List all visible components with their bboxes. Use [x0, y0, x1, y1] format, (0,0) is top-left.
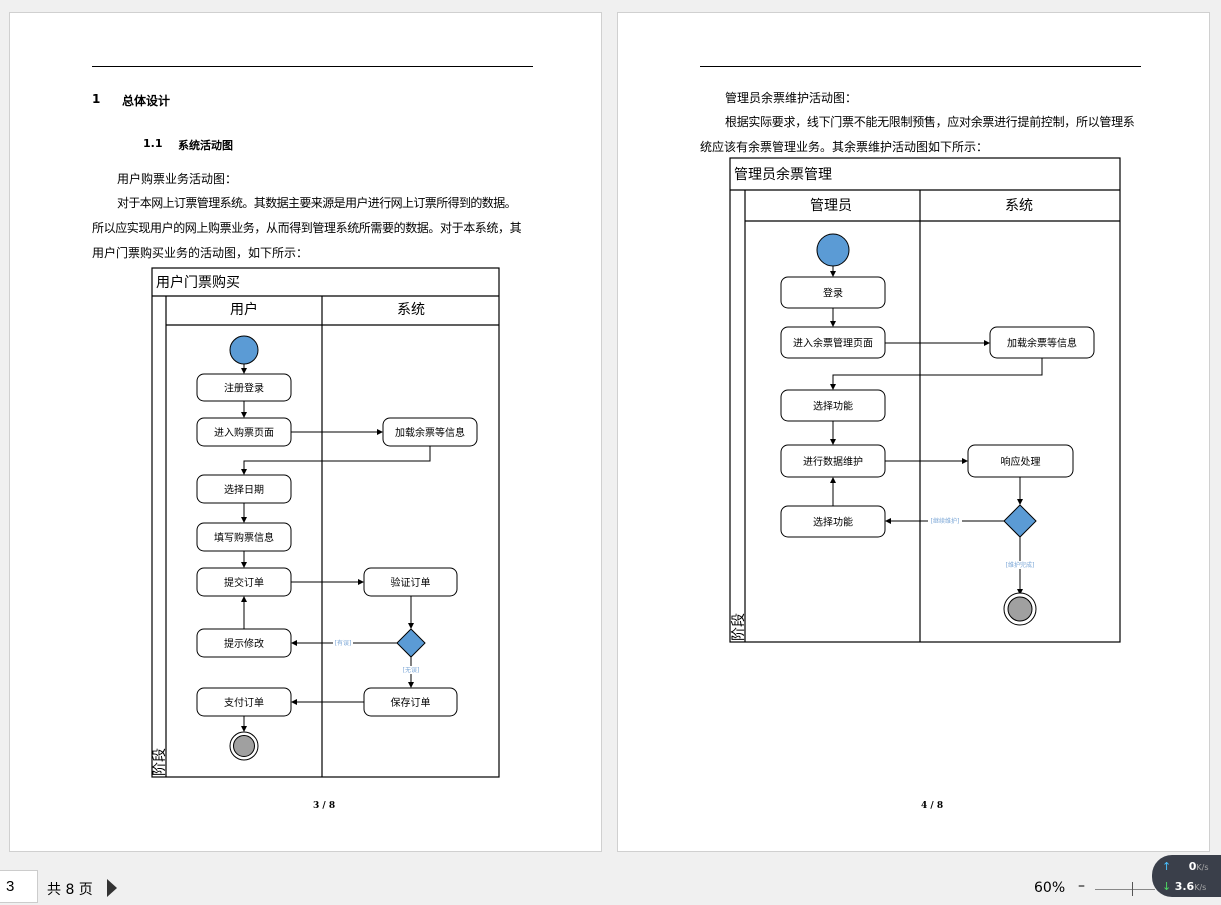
header-rule [92, 66, 533, 67]
activity-label: 选择日期 [224, 483, 264, 496]
activity-node [196, 522, 292, 552]
start-node [816, 233, 850, 267]
heading-2-num: 1.1 [143, 137, 163, 150]
download-arrow-icon: ↓ [1162, 880, 1172, 893]
network-speed-widget: ↑ 0K/s ↓ 3.6K/s [1152, 855, 1221, 897]
activity-label: 保存订单 [391, 696, 431, 709]
lane-header: 管理员 [810, 198, 852, 214]
activity-label: 支付订单 [224, 696, 264, 709]
activity-label: 登录 [823, 287, 843, 300]
activity-node [967, 444, 1074, 478]
activity-label: 提交订单 [224, 576, 264, 589]
activity-node [363, 567, 458, 597]
page-number-input[interactable] [0, 870, 38, 903]
lane-header: 系统 [1005, 198, 1033, 214]
upload-speed: 0 [1188, 860, 1197, 873]
decision-node [396, 628, 426, 658]
activity-node [989, 326, 1095, 359]
activity-node [780, 326, 886, 359]
activity-node [382, 417, 478, 447]
paragraph: 用户购票业务活动图： [117, 172, 238, 186]
activity-label: 选择功能 [813, 516, 853, 529]
activity-label: 进入余票管理页面 [793, 337, 873, 350]
paragraph-line: 根据实际要求，线下门票不能无限制预售，应对余票进行提前控制，所以管理系 [725, 115, 1135, 129]
total-pages: 共 8 页 [47, 882, 93, 898]
activity-label: 提示修改 [224, 637, 264, 650]
activity-node [780, 505, 886, 538]
paragraph-line: 统应该有余票管理业务。其余票维护活动图如下所示： [700, 140, 989, 154]
zoom-slider[interactable] [1095, 889, 1155, 890]
guard-label: [维护完成] [1006, 561, 1035, 569]
status-bar: 共 8 页 60% – [0, 870, 1221, 905]
upload-arrow-icon: ↑ [1162, 860, 1172, 873]
page-number: 4 / 8 [921, 801, 944, 811]
activity-node [196, 373, 292, 402]
zoom-slider-thumb[interactable] [1132, 882, 1133, 896]
activity-label: 选择功能 [813, 400, 853, 413]
diagram-title: 管理员余票管理 [734, 166, 832, 183]
activity-label: 进行数据维护 [803, 455, 863, 468]
page-number: 3 / 8 [313, 801, 336, 811]
heading-1-num: 1 [92, 92, 101, 106]
paragraph-line: 用户门票购买业务的活动图，如下所示： [92, 246, 309, 260]
activity-label: 加载余票等信息 [1007, 337, 1077, 350]
activity-label: 注册登录 [224, 382, 264, 395]
activity-node [363, 687, 458, 717]
zoom-level: 60% [1034, 880, 1066, 896]
activity-label: 响应处理 [1001, 455, 1041, 468]
download-speed: 3.6 [1174, 880, 1195, 893]
lane-header: 系统 [397, 302, 425, 318]
diagram-title: 用户门票购买 [156, 274, 240, 291]
guard-label: [继续维护] [931, 517, 960, 525]
activity-node [196, 628, 292, 658]
activity-node [196, 567, 292, 597]
speed-unit: K/s [1194, 883, 1207, 892]
activity-label: 验证订单 [391, 576, 431, 589]
guard-label: [有误] [335, 639, 352, 647]
activity-node [196, 687, 292, 717]
activity-node [780, 276, 886, 309]
speed-unit: K/s [1196, 863, 1209, 872]
activity-node [196, 474, 292, 504]
header-rule [700, 66, 1141, 67]
guard-label: [无误] [403, 666, 420, 674]
lane-header: 用户 [230, 301, 258, 318]
heading-1: 总体设计 [122, 94, 171, 108]
activity-node [780, 444, 886, 478]
page-4 [617, 12, 1210, 852]
stage-label: 阶段 [731, 613, 747, 641]
heading-2: 系统活动图 [178, 139, 233, 152]
stage-label: 阶段 [152, 748, 168, 776]
activity-label: 进入购票页面 [214, 426, 274, 439]
activity-label: 加载余票等信息 [395, 426, 465, 439]
paragraph-line: 所以应实现用户的网上购票业务，从而得到管理系统所需要的数据。对于本系统，其 [92, 221, 522, 235]
decision-node [1003, 504, 1037, 538]
start-node [229, 335, 259, 365]
activity-label: 填写购票信息 [214, 531, 274, 544]
activity-node [780, 389, 886, 422]
next-page-button[interactable] [107, 879, 117, 897]
paragraph: 管理员余票维护活动图： [725, 91, 858, 105]
paragraph-line: 对于本网上订票管理系统。其数据主要来源是用户进行网上订票所得到的数据。 [117, 196, 517, 210]
zoom-out-button[interactable]: – [1078, 878, 1085, 894]
activity-node [196, 417, 292, 447]
